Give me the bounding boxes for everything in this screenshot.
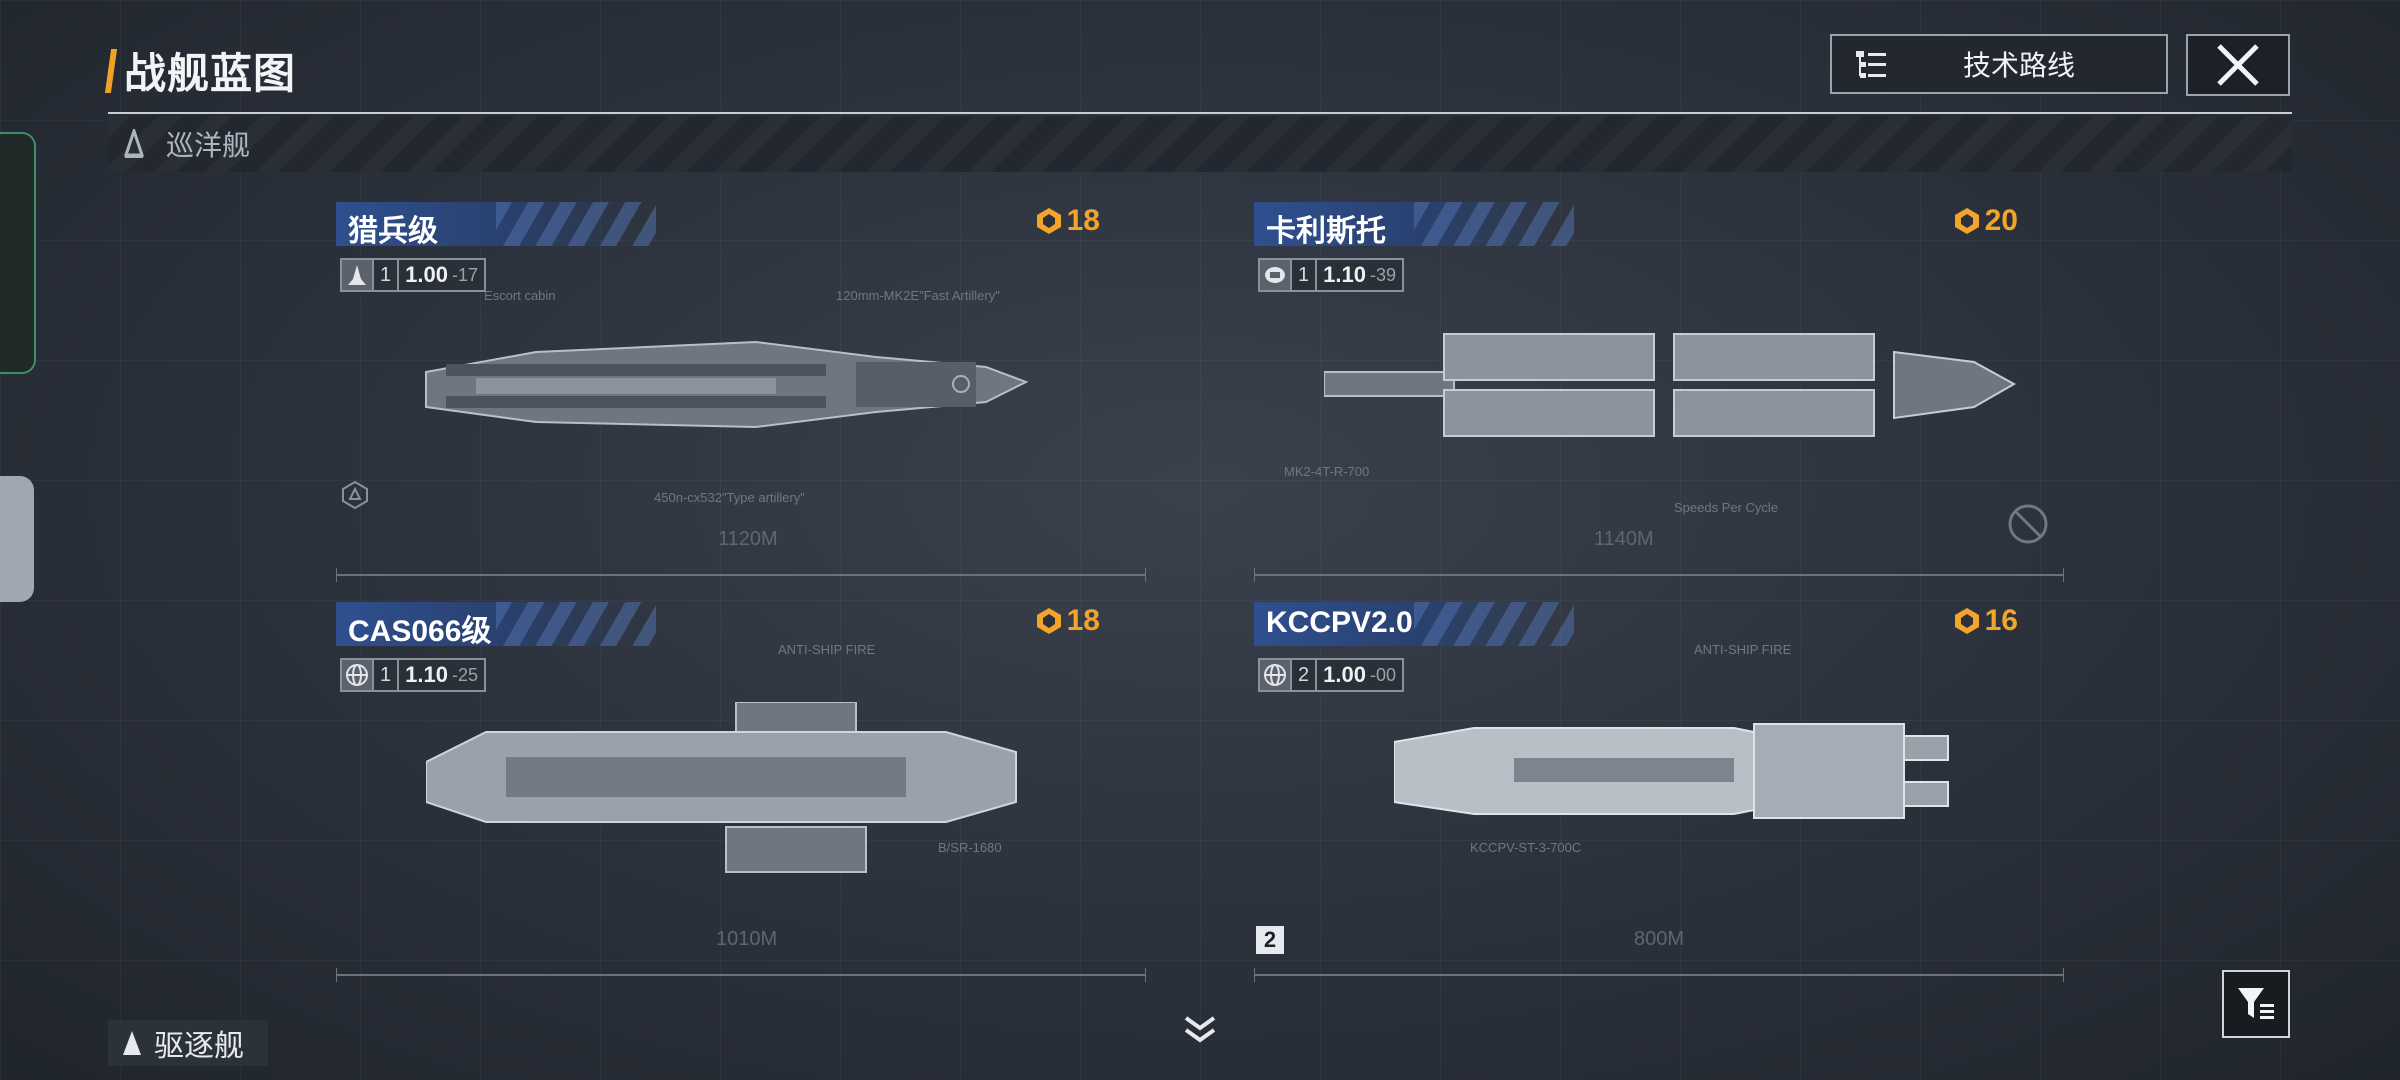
section-header-cruiser[interactable]: 巡洋舰 bbox=[108, 116, 2292, 172]
ship-length: 1120M bbox=[718, 528, 778, 550]
ship-length: 1140M bbox=[1594, 528, 1654, 550]
side-tab-green[interactable] bbox=[0, 132, 36, 374]
ship-stats: 1 1.10-25 bbox=[340, 658, 486, 692]
filter-icon bbox=[2238, 988, 2274, 1019]
annotation: KCCPV-ST-3-700C bbox=[1470, 840, 1582, 855]
tech-route-label: 技术路线 bbox=[1962, 50, 2075, 81]
globe-icon bbox=[342, 660, 374, 690]
ship-name-band: KCCPV2.0 bbox=[1254, 602, 1574, 646]
level-badge: 2 bbox=[1256, 926, 1284, 954]
ship-length: 800M bbox=[1634, 928, 1685, 950]
ship-name-band: 卡利斯托 bbox=[1254, 202, 1574, 248]
ship-class-icon bbox=[123, 129, 145, 158]
ship-tier: 1 bbox=[374, 660, 400, 690]
ship-tier: 1 bbox=[1292, 260, 1318, 290]
ship-cost-value: 18 bbox=[1066, 604, 1100, 637]
close-icon bbox=[2217, 44, 2259, 86]
ship-stat-value: 1.10-25 bbox=[405, 662, 478, 687]
annotation: Escort cabin bbox=[484, 288, 556, 303]
scale-ruler bbox=[336, 968, 1146, 982]
close-button[interactable] bbox=[2186, 34, 2290, 96]
ship-blueprint bbox=[425, 340, 1029, 429]
section-header-destroyer[interactable]: 驱逐舰 bbox=[108, 1020, 268, 1066]
annotation: ANTI-SHIP FIRE bbox=[1694, 642, 1792, 657]
ship-blueprint bbox=[1324, 333, 2017, 437]
ship-cost-value: 18 bbox=[1066, 204, 1100, 237]
ship-name-band: CAS066级 bbox=[336, 602, 656, 648]
annotation: MK2-4T-R-700 bbox=[1284, 464, 1370, 479]
ship-cost: 16 bbox=[1953, 604, 2018, 638]
cost-icon bbox=[1036, 608, 1061, 634]
ship-stat-value: 1.00-17 bbox=[405, 262, 478, 287]
ship-stat-value: 1.00-00 bbox=[1323, 662, 1396, 687]
globe-icon bbox=[1260, 660, 1292, 690]
ship-tier: 2 bbox=[1292, 660, 1318, 690]
tech-route-button[interactable]: 技术路线 bbox=[1830, 34, 2168, 94]
ship-class-icon bbox=[123, 1031, 141, 1055]
ship-card[interactable]: 卡利斯托 20 1 1.10-39 MK2-4T-R-700 Speeds Pe… bbox=[1254, 202, 2074, 582]
annotation: Speeds Per Cycle bbox=[1674, 500, 1779, 515]
fighter-icon bbox=[342, 260, 374, 290]
carrier-icon bbox=[1260, 260, 1292, 290]
ship-name: 卡利斯托 bbox=[1266, 215, 1386, 248]
ship-name: 猎兵级 bbox=[348, 215, 438, 248]
ship-cost-value: 20 bbox=[1984, 204, 2018, 237]
section-label: 驱逐舰 bbox=[154, 1030, 244, 1063]
ship-cost: 18 bbox=[1035, 204, 1100, 238]
cost-icon bbox=[1954, 608, 1979, 634]
ship-stat-value: 1.10-39 bbox=[1323, 262, 1396, 287]
annotation: B/SR-1680 bbox=[938, 840, 1002, 855]
section-label: 巡洋舰 bbox=[166, 130, 251, 161]
annotation: ANTI-SHIP FIRE bbox=[778, 642, 876, 657]
ship-length: 1010M bbox=[716, 928, 778, 950]
page-title: 战舰蓝图 bbox=[124, 50, 297, 97]
chevron-down-icon[interactable] bbox=[1182, 1014, 1218, 1044]
hexagon-badge-icon bbox=[342, 480, 368, 510]
scale-ruler bbox=[1254, 568, 2064, 582]
ship-cost: 18 bbox=[1035, 604, 1100, 638]
ship-cost: 20 bbox=[1953, 204, 2018, 238]
annotation: 450n-cx532"Type artillery" bbox=[654, 490, 805, 505]
ship-name-band: 猎兵级 bbox=[336, 202, 656, 248]
scale-ruler bbox=[336, 568, 1146, 582]
side-tab-gray[interactable] bbox=[0, 476, 34, 602]
ship-card[interactable]: KCCPV2.0 16 2 1.00-00 ANTI-SHIP FIRE KCC… bbox=[1254, 602, 2074, 982]
cost-icon bbox=[1036, 208, 1061, 234]
ship-tier: 1 bbox=[374, 260, 400, 290]
ship-card[interactable]: 猎兵级 18 1 1.00-17 Escort cabin 120mm-MK2E… bbox=[336, 202, 1156, 582]
tech-tree-icon bbox=[1856, 51, 1886, 78]
page-header: 战舰蓝图 bbox=[104, 40, 297, 101]
ship-blueprint bbox=[426, 702, 1017, 873]
ship-stats: 1 1.00-17 bbox=[340, 258, 486, 292]
cost-icon bbox=[1954, 208, 1979, 234]
annotation: 120mm-MK2E"Fast Artillery" bbox=[836, 288, 1000, 303]
ship-stats: 2 1.00-00 bbox=[1258, 658, 1404, 692]
scale-ruler bbox=[1254, 968, 2064, 982]
ship-stats: 1 1.10-39 bbox=[1258, 258, 1404, 292]
prohibited-icon bbox=[2008, 504, 2048, 544]
ship-card[interactable]: CAS066级 18 1 1.10-25 ANTI-SHIP FIRE B/SR… bbox=[336, 602, 1156, 982]
ship-name: KCCPV2.0 bbox=[1266, 606, 1413, 639]
ship-blueprint bbox=[1394, 723, 1949, 819]
ship-name: CAS066级 bbox=[348, 615, 492, 648]
ship-cost-value: 16 bbox=[1984, 604, 2018, 637]
header-divider bbox=[108, 112, 2292, 114]
filter-button[interactable] bbox=[2222, 970, 2290, 1038]
